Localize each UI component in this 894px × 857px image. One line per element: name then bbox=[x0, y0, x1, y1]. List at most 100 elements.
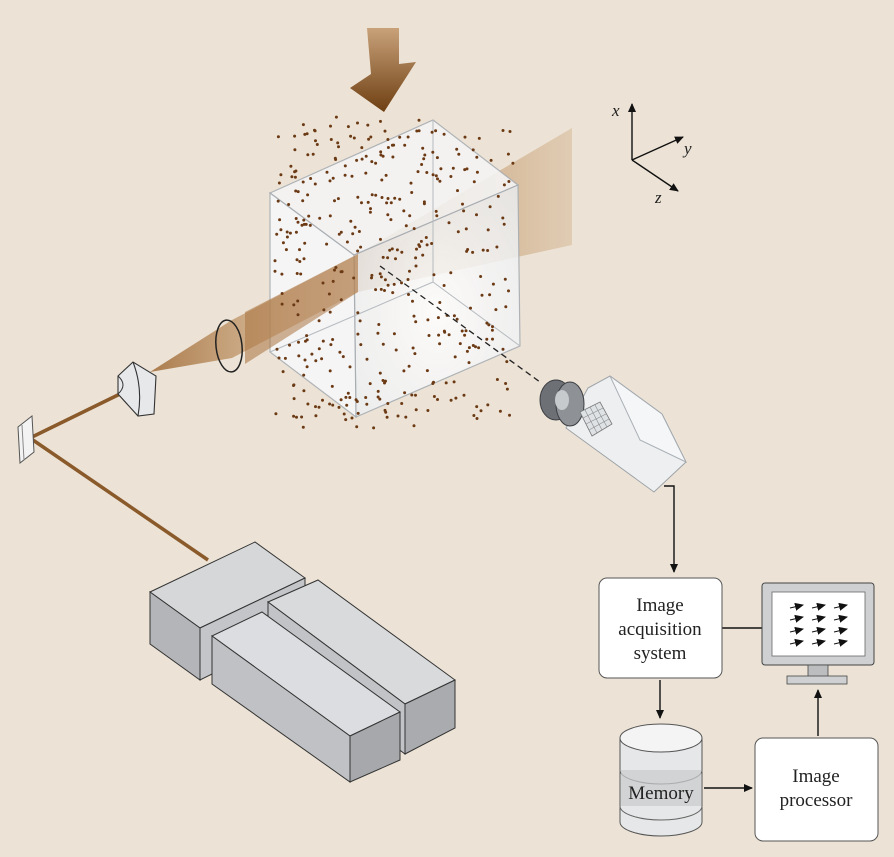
particle bbox=[457, 152, 461, 156]
particle bbox=[279, 228, 283, 232]
particle bbox=[406, 278, 410, 281]
particle bbox=[400, 402, 404, 405]
particle bbox=[305, 334, 309, 338]
particle bbox=[460, 329, 464, 333]
particle bbox=[403, 143, 407, 147]
particle bbox=[303, 358, 307, 362]
particle bbox=[383, 129, 387, 133]
velocity-vector bbox=[789, 602, 804, 611]
particle bbox=[408, 269, 411, 273]
particle bbox=[298, 248, 301, 252]
particle bbox=[305, 132, 309, 136]
particle bbox=[328, 402, 332, 406]
particle bbox=[367, 137, 371, 141]
particle bbox=[432, 273, 436, 277]
particle bbox=[454, 396, 458, 400]
particle bbox=[348, 396, 352, 399]
particle bbox=[436, 316, 440, 320]
particle bbox=[432, 395, 436, 398]
particle bbox=[315, 143, 319, 146]
particle bbox=[355, 425, 359, 429]
particle bbox=[490, 328, 494, 332]
axis-label-y: y bbox=[682, 139, 692, 158]
particle bbox=[402, 369, 406, 373]
particle bbox=[334, 158, 338, 161]
particle bbox=[302, 257, 306, 261]
particle bbox=[449, 175, 453, 178]
particle bbox=[508, 130, 512, 133]
particle bbox=[424, 236, 428, 239]
particle bbox=[325, 170, 329, 174]
particle bbox=[374, 193, 378, 197]
particle bbox=[386, 402, 390, 405]
particle bbox=[342, 412, 346, 416]
particle bbox=[464, 227, 468, 231]
particle bbox=[431, 173, 435, 177]
particle bbox=[426, 318, 430, 322]
particle bbox=[461, 202, 464, 206]
particle bbox=[293, 148, 297, 152]
particle bbox=[469, 306, 472, 310]
particle bbox=[365, 357, 369, 361]
image-processor-block: Image processor bbox=[754, 737, 879, 842]
particle bbox=[392, 332, 396, 336]
measurement-volume-box bbox=[268, 119, 521, 419]
particle bbox=[352, 136, 356, 140]
particle bbox=[292, 384, 295, 387]
particle bbox=[296, 299, 300, 303]
particle bbox=[370, 276, 373, 280]
particle bbox=[356, 311, 360, 315]
particle bbox=[294, 217, 298, 220]
particle bbox=[297, 354, 301, 358]
particle bbox=[331, 176, 335, 180]
velocity-vector bbox=[833, 614, 848, 623]
particle bbox=[381, 379, 385, 382]
particle bbox=[328, 179, 332, 183]
particle bbox=[381, 255, 385, 259]
particle bbox=[279, 173, 283, 177]
particle bbox=[376, 395, 380, 399]
particle bbox=[416, 170, 420, 174]
particle bbox=[383, 289, 386, 292]
particle bbox=[343, 173, 347, 177]
particle bbox=[455, 147, 459, 151]
particle bbox=[411, 346, 415, 350]
particle bbox=[336, 141, 340, 145]
particle bbox=[356, 195, 360, 199]
memory-storage: Memory bbox=[619, 723, 703, 837]
particle bbox=[345, 403, 349, 407]
particle bbox=[475, 170, 479, 174]
particle bbox=[377, 323, 381, 326]
particle bbox=[426, 409, 430, 412]
camera-sensor-grid bbox=[579, 401, 613, 437]
particle bbox=[392, 282, 396, 286]
particle bbox=[447, 333, 451, 337]
particle bbox=[486, 249, 490, 252]
particle bbox=[300, 223, 304, 227]
particle bbox=[412, 227, 416, 231]
particle bbox=[410, 393, 414, 397]
particle bbox=[337, 232, 341, 236]
particle bbox=[366, 123, 370, 127]
particle bbox=[379, 119, 382, 123]
particle bbox=[507, 180, 511, 183]
particle bbox=[379, 153, 383, 157]
particle bbox=[352, 276, 356, 280]
velocity-vector bbox=[789, 638, 804, 647]
particle bbox=[491, 337, 494, 341]
particle bbox=[331, 338, 335, 341]
particle bbox=[325, 242, 329, 246]
particle bbox=[283, 356, 287, 360]
particle bbox=[404, 224, 408, 228]
particle bbox=[438, 342, 442, 346]
particle bbox=[295, 415, 298, 419]
particle bbox=[381, 342, 385, 346]
particle bbox=[296, 220, 300, 224]
particle bbox=[475, 405, 479, 409]
particle bbox=[306, 153, 310, 157]
particle bbox=[384, 173, 388, 177]
particle bbox=[388, 248, 392, 252]
particle bbox=[365, 402, 369, 406]
particle bbox=[452, 314, 456, 318]
particle bbox=[364, 171, 368, 175]
